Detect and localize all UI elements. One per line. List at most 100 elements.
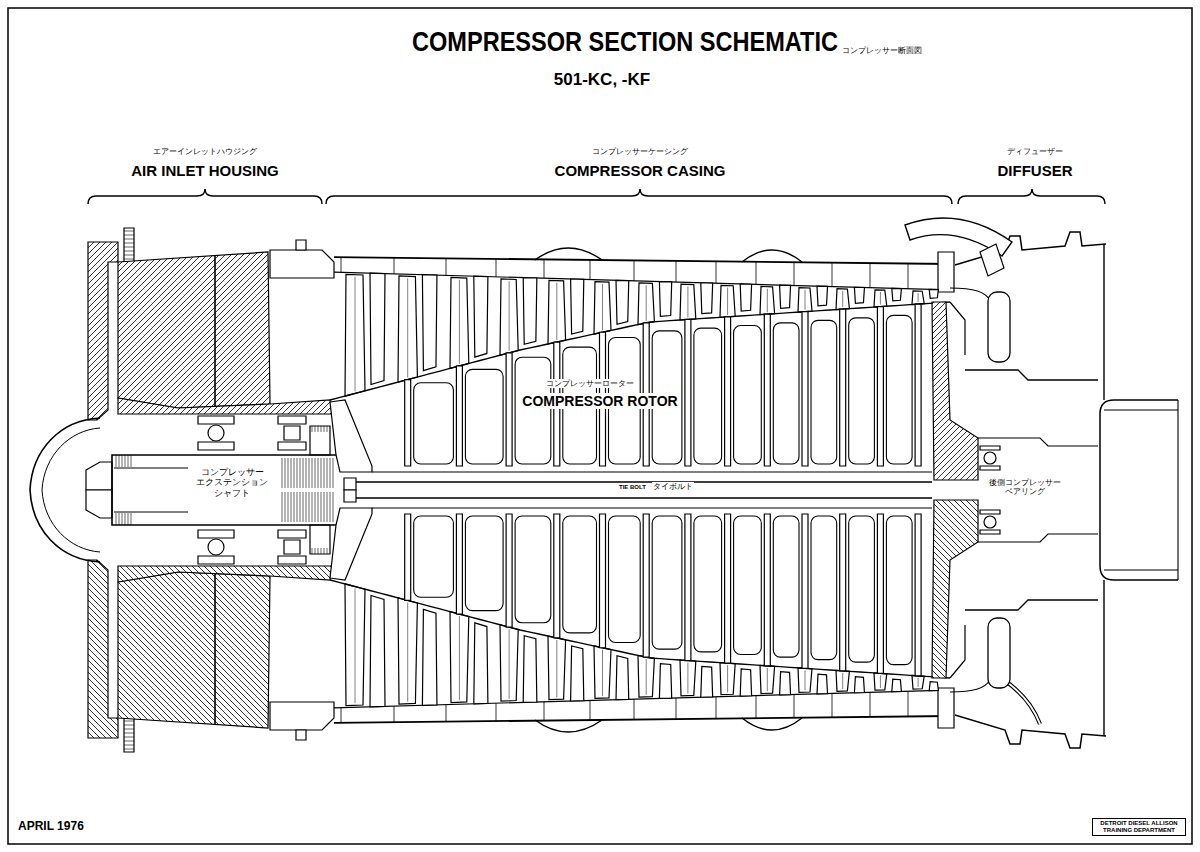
bearing-race (980, 466, 1000, 470)
combustor-liner (1104, 569, 1178, 570)
label-holder: コンプレッサーケーシング (592, 147, 688, 156)
label-holder: コンプレッサー断面図 (842, 46, 922, 55)
label-holder: 501-KC, -KF (554, 70, 650, 90)
stator-vane (817, 286, 828, 306)
bolt-thread (124, 745, 134, 746)
part-label-japanese: コンプレッサーローター (545, 379, 635, 388)
rotor-disc (915, 304, 921, 466)
rotor-disc (802, 514, 808, 668)
blade-chord-line (880, 292, 881, 305)
tie-bolt (355, 490, 932, 498)
label-holder: COMPRESSOR ROTOR (521, 393, 678, 409)
diffuser-strut-tube (988, 618, 1010, 688)
rotor-disc (600, 514, 606, 648)
rotor-blade (798, 668, 812, 693)
spline-tooth (285, 492, 286, 522)
rotor-disc (764, 514, 770, 666)
rotor-disc (405, 514, 411, 600)
rotor-spacer-cavity (849, 318, 875, 464)
inlet-hub-wall (118, 566, 332, 582)
gear-tooth (321, 426, 322, 432)
strut-split-line (214, 574, 216, 724)
rotor-blade (450, 277, 469, 368)
blade-chord-line (459, 616, 460, 700)
rotor-disc (915, 514, 921, 676)
rotor-front-hub (330, 508, 372, 580)
casing-vane-ring (794, 695, 795, 718)
rotor-disc (840, 514, 846, 671)
bolt-thread (124, 259, 134, 260)
diffuser-outer-case (955, 715, 1106, 748)
blade-chord-line (918, 293, 919, 302)
section-bracket (88, 189, 322, 204)
gear-tooth (327, 548, 328, 554)
inlet-hub-wall (118, 398, 332, 414)
rear-ball-bearing (984, 516, 996, 528)
diffuser-rear-wall (1103, 580, 1104, 736)
inlet-rear-flange (270, 702, 334, 730)
blade-chord-line (509, 281, 510, 351)
rotor-spacer-cavity (515, 516, 551, 623)
rotor-spacer-cavity (563, 516, 597, 633)
nose-nut (86, 462, 112, 490)
diffuser-inner-wall (950, 625, 965, 678)
bearing-race (980, 446, 1000, 450)
spline-tooth (131, 455, 132, 467)
rotor-blade (548, 636, 566, 700)
spline-tooth (321, 492, 322, 522)
label-holder: タイボルト (652, 482, 694, 491)
blade-chord-line (509, 629, 510, 699)
rotor-spacer-cavity (609, 516, 641, 642)
section-bracket (326, 189, 952, 204)
rotor-blade (836, 289, 849, 310)
diffuser-passage (950, 680, 990, 692)
spline-tooth (291, 492, 292, 522)
rotor-disc (506, 514, 512, 627)
spline-tooth (300, 492, 301, 522)
spline-tooth (297, 458, 298, 488)
section-label: DIFFUSER (998, 162, 1073, 179)
nose-nut (86, 490, 112, 518)
rotor-blade (760, 286, 775, 314)
rotor-blade (398, 598, 417, 704)
rotor-disc (456, 514, 462, 614)
label-holder: エアーインレットハウジング (153, 147, 257, 156)
casing-vane-ring (676, 261, 677, 282)
spline-tooth (125, 455, 126, 467)
rotor-blade (836, 670, 849, 691)
spline-tooth (312, 492, 313, 522)
part-label: COMPRESSOR ROTOR (521, 393, 678, 409)
blade-chord-line (459, 280, 460, 364)
blade-chord-line (355, 589, 356, 704)
rotor-disc (405, 380, 411, 466)
bearing-race (278, 556, 306, 564)
gear-tooth (324, 426, 325, 432)
blade-chord-line (556, 283, 557, 340)
casing-vane-ring (590, 700, 591, 720)
blade-chord-line (687, 663, 688, 694)
drain-tube-bore (1004, 680, 1040, 724)
label-holder: APRIL 1976 (18, 820, 84, 834)
spline-tooth (306, 492, 307, 522)
spline-tooth (315, 458, 316, 488)
rotor-spacer-cavity (886, 516, 912, 665)
date-label: APRIL 1976 (18, 820, 84, 834)
spline-tooth (119, 455, 120, 467)
casing-vane-ring (832, 693, 833, 717)
section-label: AIR INLET HOUSING (131, 162, 279, 179)
spline-tooth (318, 458, 319, 488)
rotor-spacer-cavity (849, 516, 875, 662)
rotor-blade (500, 279, 518, 355)
rotor-spacer-cavity (694, 328, 722, 464)
blade-chord-line (767, 289, 768, 312)
blade-chord-line (646, 285, 647, 321)
stator-vane (474, 623, 488, 704)
drive-gear (310, 525, 330, 554)
section-bracket (958, 189, 1105, 204)
blade-chord-line (602, 284, 603, 330)
shaft-bore (114, 468, 188, 469)
stator-vane (701, 283, 713, 314)
casing-vane-ring (908, 691, 909, 716)
stator-vane (370, 596, 385, 707)
